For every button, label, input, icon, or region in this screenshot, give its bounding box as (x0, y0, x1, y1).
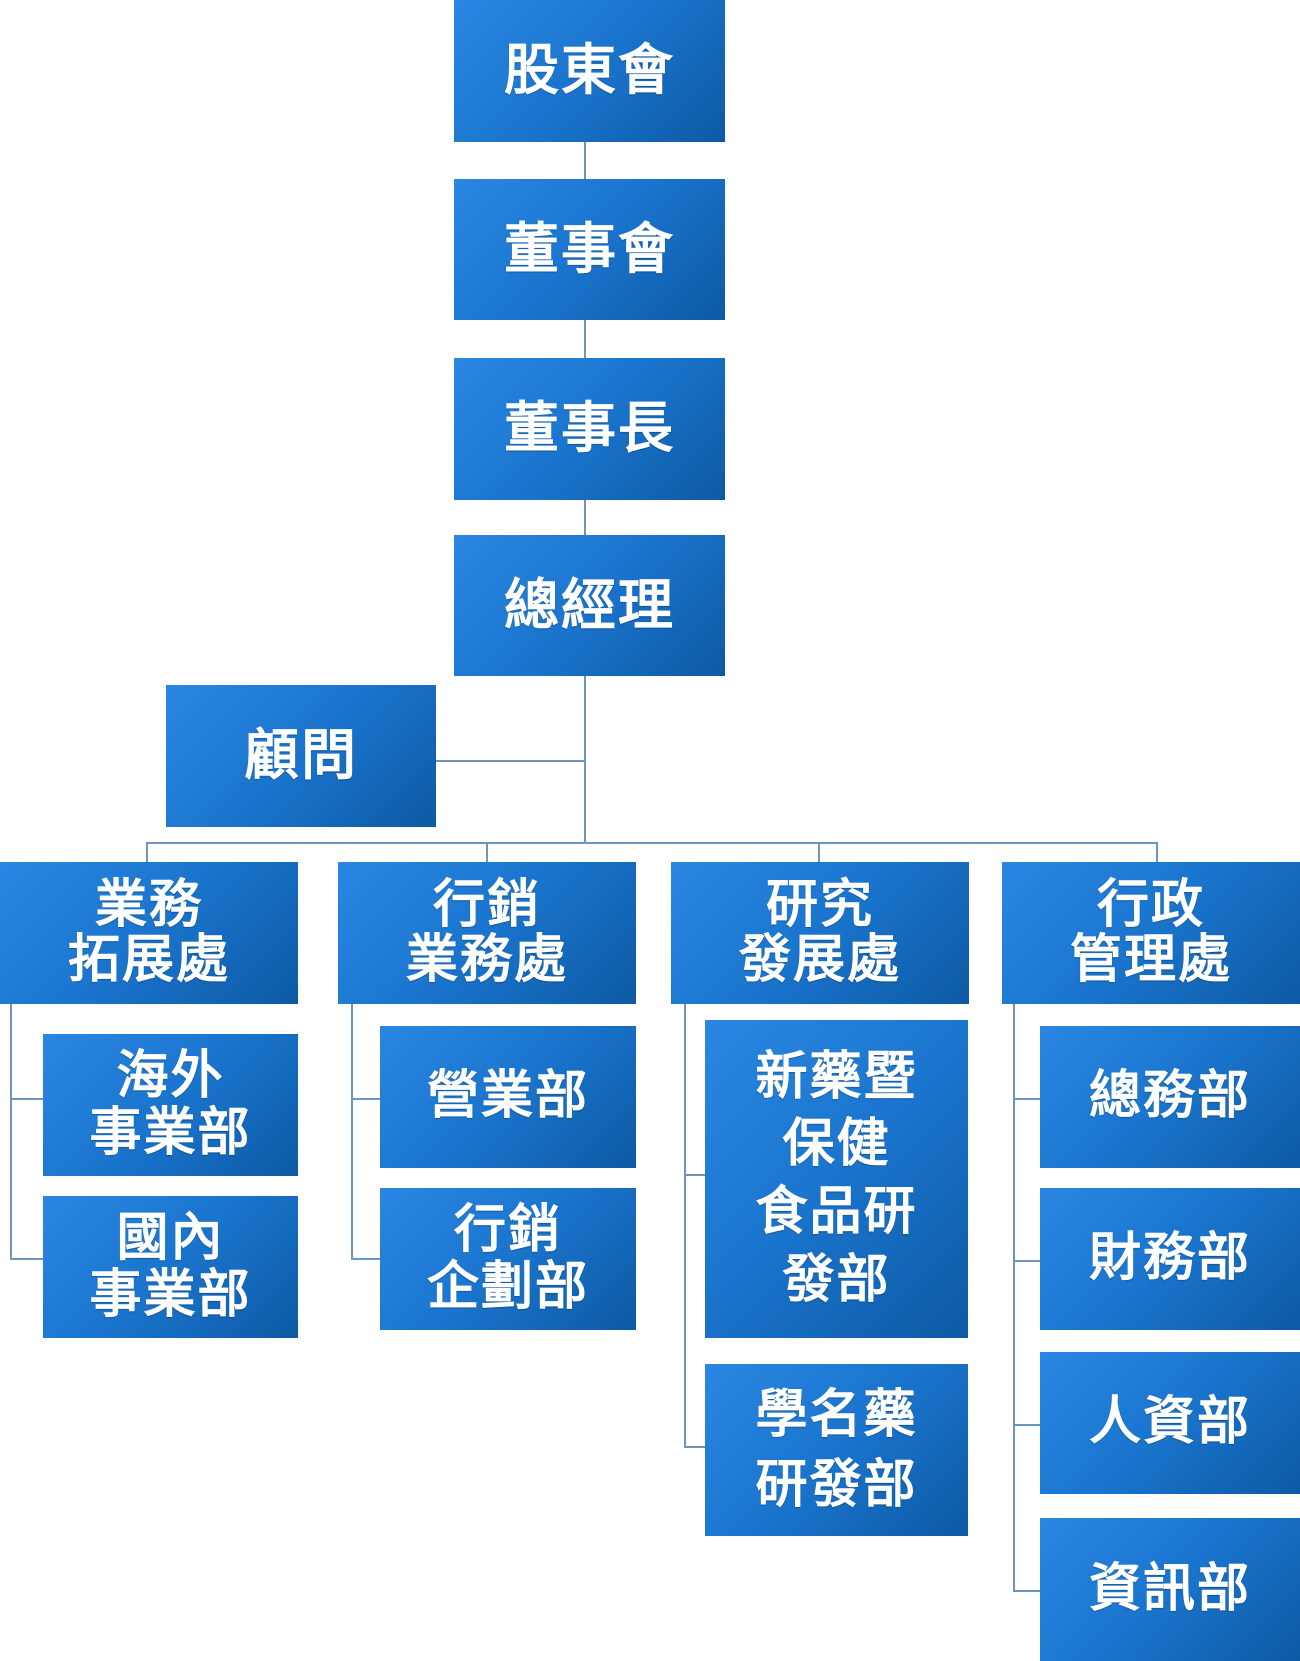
node-shareholders: 股東會 (454, 0, 725, 142)
node-label: 董事會 (503, 216, 675, 281)
node-division-research-development: 研究 發展處 (671, 862, 969, 1004)
connector-line (684, 1004, 686, 1447)
node-division-marketing-business: 行銷 業務處 (338, 862, 636, 1004)
connector-line (10, 1004, 12, 1259)
connector-line (10, 1098, 44, 1100)
connector-line (351, 1098, 381, 1100)
node-label-line: 業務 (94, 875, 203, 936)
node-unit-information: 資訊部 (1040, 1518, 1300, 1661)
connector-line (435, 760, 586, 762)
node-label: 總經理 (503, 572, 675, 637)
node-unit-new-drug-health-food-rd: 新藥暨 保健 食品研 發部 (705, 1020, 968, 1338)
node-unit-finance: 財務部 (1040, 1188, 1300, 1330)
node-board: 董事會 (454, 179, 725, 320)
connector-line (486, 842, 488, 862)
connector-line (684, 1174, 706, 1176)
node-unit-human-resources: 人資部 (1040, 1352, 1300, 1494)
node-label-line: 拓展處 (67, 930, 230, 990)
node-label: 董事長 (503, 396, 675, 461)
node-label-line: 行銷 (432, 875, 541, 936)
node-label-line: 營業部 (426, 1066, 589, 1127)
node-unit-generic-drug-rd: 學名藥 研發部 (705, 1364, 968, 1536)
connector-line (584, 142, 586, 179)
node-label-line: 管理處 (1069, 930, 1232, 990)
connector-line (1013, 1004, 1015, 1591)
node-label-line: 業務處 (405, 930, 568, 990)
node-unit-marketing-planning: 行銷 企劃部 (380, 1188, 636, 1330)
connector-line (146, 842, 1158, 844)
node-label-line: 食品研 (755, 1182, 918, 1242)
node-label-line: 行政 (1096, 875, 1205, 936)
connector-line (1156, 842, 1158, 862)
connector-line (351, 1258, 381, 1260)
connector-line (584, 500, 586, 535)
node-label-line: 企劃部 (426, 1257, 589, 1317)
node-label-line: 研究 (765, 875, 874, 936)
connector-line (351, 1004, 353, 1259)
node-division-administration: 行政 管理處 (1002, 862, 1300, 1004)
node-label-line: 財務部 (1088, 1228, 1251, 1289)
node-label-line: 人資部 (1088, 1392, 1251, 1453)
node-label: 顧問 (243, 723, 358, 788)
connector-line (584, 676, 586, 843)
node-label-line: 行銷 (453, 1199, 562, 1260)
node-label-line: 保健 (782, 1114, 891, 1175)
node-label-line: 學名藥 (755, 1384, 918, 1445)
node-unit-general-affairs: 總務部 (1040, 1026, 1300, 1168)
node-label: 股東會 (503, 38, 675, 103)
connector-line (684, 1446, 706, 1448)
connector-line (10, 1258, 44, 1260)
node-label-line: 國內 (116, 1207, 225, 1268)
node-chairman: 董事長 (454, 358, 725, 500)
connector-line (1013, 1424, 1041, 1426)
connector-line (1013, 1098, 1041, 1100)
node-label-line: 總務部 (1088, 1066, 1251, 1127)
node-unit-sales: 營業部 (380, 1026, 636, 1168)
connector-line (584, 320, 586, 358)
node-label-line: 事業部 (89, 1103, 252, 1163)
node-label-line: 海外 (116, 1045, 225, 1106)
node-label-line: 事業部 (89, 1265, 252, 1325)
node-label-line: 資訊部 (1088, 1558, 1251, 1619)
node-label-line: 研發部 (755, 1455, 918, 1515)
connector-line (818, 842, 820, 862)
node-unit-overseas-business: 海外 事業部 (43, 1034, 298, 1176)
connector-line (1013, 1590, 1041, 1592)
node-label-line: 發部 (782, 1249, 891, 1310)
connector-line (146, 842, 148, 862)
node-label-line: 發展處 (738, 930, 901, 990)
node-division-business-development: 業務 拓展處 (0, 862, 298, 1004)
node-unit-domestic-business: 國內 事業部 (43, 1196, 298, 1338)
node-label-line: 新藥暨 (755, 1046, 918, 1107)
node-advisor: 顧問 (166, 685, 436, 827)
connector-line (1013, 1260, 1041, 1262)
node-general-manager: 總經理 (454, 535, 725, 676)
